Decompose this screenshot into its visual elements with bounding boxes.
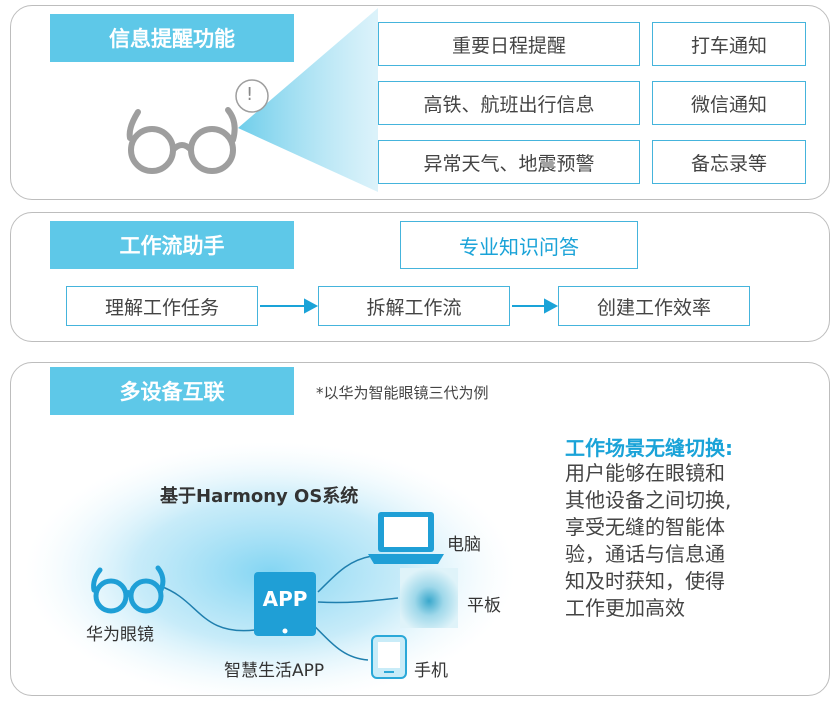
example-note: *以华为智能眼镜三代为例 <box>316 384 489 402</box>
flow-arrow-2 <box>512 298 559 314</box>
line-app-tablet <box>317 597 399 604</box>
tablet-label: 平板 <box>467 596 501 616</box>
alert-icon-symbol: ! <box>246 84 254 105</box>
info-reminder-title: 信息提醒功能 <box>50 14 294 62</box>
glasses-gray-icon <box>126 107 238 174</box>
flow-step-understand: 理解工作任务 <box>66 286 258 326</box>
multi-device-title: 多设备互联 <box>50 367 294 415</box>
seamless-line: 知及时获知，使得 <box>565 569 725 593</box>
flow-arrow-1 <box>260 298 319 314</box>
glasses-blue-icon <box>91 565 166 614</box>
glasses-label: 华为眼镜 <box>86 625 154 645</box>
flow-step-decompose: 拆解工作流 <box>318 286 510 326</box>
app-label: 智慧生活APP <box>224 661 325 681</box>
seamless-line: 验，通话与信息通 <box>565 542 725 566</box>
workflow-title: 工作流助手 <box>50 221 294 269</box>
seamless-description: 用户能够在眼镜和 其他设备之间切换, 享受无缝的智能体 验，通话与信息通 知及时… <box>565 460 731 622</box>
qa-box: 专业知识问答 <box>400 221 638 269</box>
reminder-item-travel: 高铁、航班出行信息 <box>378 81 640 125</box>
reminder-item-weather: 异常天气、地震预警 <box>378 140 640 184</box>
reminder-item-memo: 备忘录等 <box>652 140 806 184</box>
phone-icon <box>371 635 407 679</box>
phone-label: 手机 <box>414 661 448 681</box>
reminder-item-taxi: 打车通知 <box>652 22 806 66</box>
seamless-line: 工作更加高效 <box>565 596 685 620</box>
projection-beam <box>238 8 378 192</box>
reminder-item-schedule: 重要日程提醒 <box>378 22 640 66</box>
computer-icon <box>368 512 444 564</box>
alert-icon <box>235 79 269 113</box>
app-icon-text: APP <box>262 587 308 611</box>
line-glasses-app <box>159 585 256 632</box>
line-app-computer <box>317 555 373 593</box>
seamless-line: 用户能够在眼镜和 <box>565 461 725 485</box>
seamless-title: 工作场景无缝切换: <box>565 436 733 460</box>
flow-step-create: 创建工作效率 <box>558 286 750 326</box>
app-icon <box>254 572 316 636</box>
tablet-icon <box>400 568 458 628</box>
os-label: 基于Harmony OS系统 <box>160 486 359 507</box>
seamless-line: 其他设备之间切换, <box>565 488 732 512</box>
seamless-line: 享受无缝的智能体 <box>565 515 725 539</box>
computer-label: 电脑 <box>447 535 481 555</box>
reminder-item-wechat: 微信通知 <box>652 81 806 125</box>
